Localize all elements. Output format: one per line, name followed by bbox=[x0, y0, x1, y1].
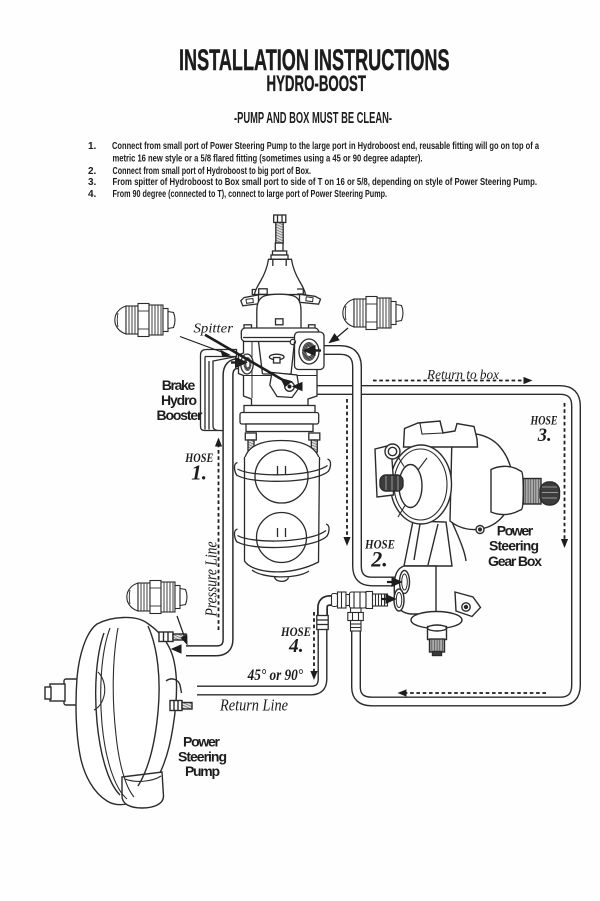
svg-text:4.: 4. bbox=[88, 189, 97, 200]
svg-text:1.: 1. bbox=[88, 141, 97, 152]
svg-text:Return Line: Return Line bbox=[219, 696, 288, 715]
svg-text:HOSE: HOSE bbox=[530, 413, 558, 427]
svg-text:Spitter: Spitter bbox=[194, 321, 234, 336]
svg-text:Brake: Brake bbox=[162, 377, 196, 393]
svg-text:4.: 4. bbox=[288, 636, 304, 657]
svg-text:HOSE: HOSE bbox=[184, 451, 213, 465]
svg-text:INSTALLATION INSTRUCTIONS: INSTALLATION INSTRUCTIONS bbox=[179, 45, 450, 77]
svg-text:From spitter of Hydroboost to: From spitter of Hydroboost to Box small … bbox=[113, 177, 538, 188]
svg-text:Connect from small port of Pow: Connect from small port of Power Steerin… bbox=[112, 141, 539, 152]
svg-text:HYDRO-BOOST: HYDRO-BOOST bbox=[267, 71, 367, 96]
svg-text:Pressure Line: Pressure Line bbox=[202, 542, 221, 618]
svg-text:Booster: Booster bbox=[157, 407, 204, 423]
svg-text:Hydro: Hydro bbox=[161, 392, 197, 408]
svg-text:Power: Power bbox=[183, 733, 221, 749]
svg-text:-PUMP AND BOX MUST BE CLEAN-: -PUMP AND BOX MUST BE CLEAN- bbox=[234, 110, 392, 127]
svg-text:metric 16 new style or a 5/8 f: metric 16 new style or a 5/8 flared fitt… bbox=[113, 154, 423, 165]
svg-text:1.: 1. bbox=[191, 460, 207, 484]
svg-text:Return to box: Return to box bbox=[426, 367, 499, 382]
svg-text:Power: Power bbox=[497, 522, 534, 538]
svg-text:Steering: Steering bbox=[489, 538, 539, 554]
svg-text:Connect from small port of Hyd: Connect from small port of Hydroboost to… bbox=[113, 166, 312, 177]
svg-text:3.: 3. bbox=[88, 177, 97, 188]
svg-text:Gear Box: Gear Box bbox=[488, 553, 542, 569]
svg-text:From 90 degree (connected to T: From 90 degree (connected to T), connect… bbox=[113, 189, 388, 200]
svg-text:HOSE: HOSE bbox=[280, 625, 311, 639]
svg-text:2.: 2. bbox=[370, 546, 388, 571]
svg-text:2.: 2. bbox=[88, 166, 97, 177]
svg-text:HOSE: HOSE bbox=[364, 538, 395, 552]
svg-text:Pump: Pump bbox=[185, 763, 220, 779]
svg-text:Steering: Steering bbox=[178, 748, 227, 764]
svg-text:45° or 90°: 45° or 90° bbox=[247, 667, 304, 684]
svg-text:3.: 3. bbox=[537, 426, 552, 446]
